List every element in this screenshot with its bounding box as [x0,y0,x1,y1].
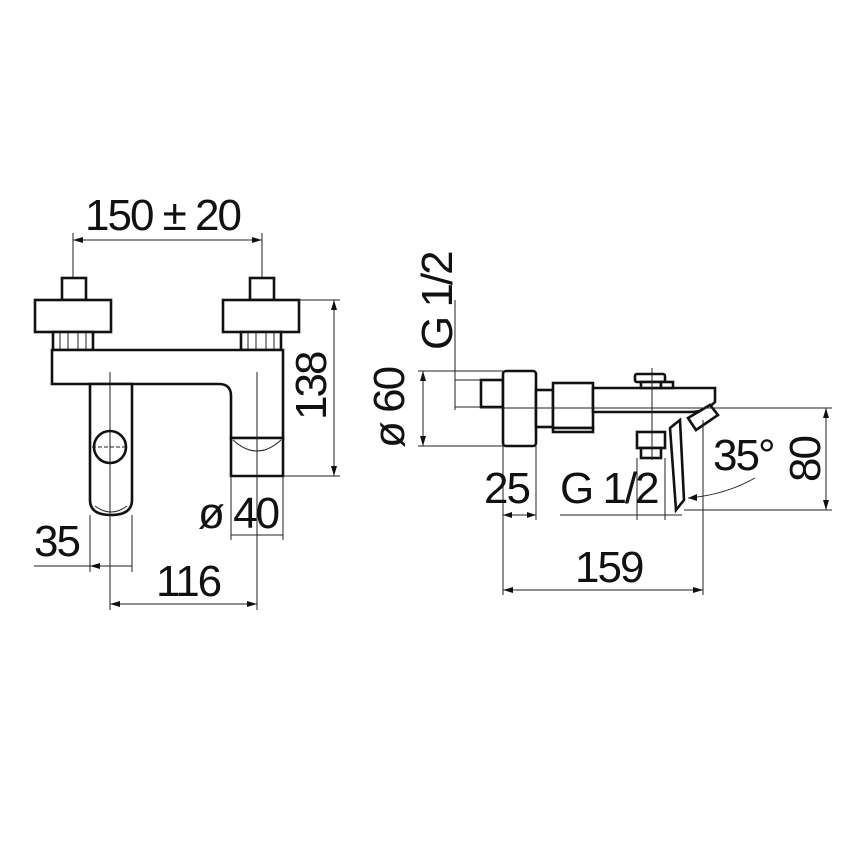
dim-outlet-thread: G 1/2 [560,464,658,513]
dim-projection: 159 [575,543,643,592]
side-view: G 1/2 ø 60 25 G 1/2 35° 80 159 [365,252,832,595]
dim-rosette-diameter: ø 60 [365,367,414,448]
front-view: 150 ± 20 138 ø 40 35 116 [33,191,340,610]
dim-inlet-spacing: 150 ± 20 [85,191,240,240]
dim-inlet-thread: G 1/2 [413,252,462,350]
dim-handle-width: 35 [34,517,79,566]
dim-outlet-height: 80 [781,437,830,482]
dim-spout-offset: 116 [156,557,221,606]
dim-spout-diameter: ø 40 [198,489,279,538]
dim-handle-angle: 35° [713,431,774,480]
dim-rosette-depth: 25 [484,464,529,513]
dim-height: 138 [287,352,336,420]
